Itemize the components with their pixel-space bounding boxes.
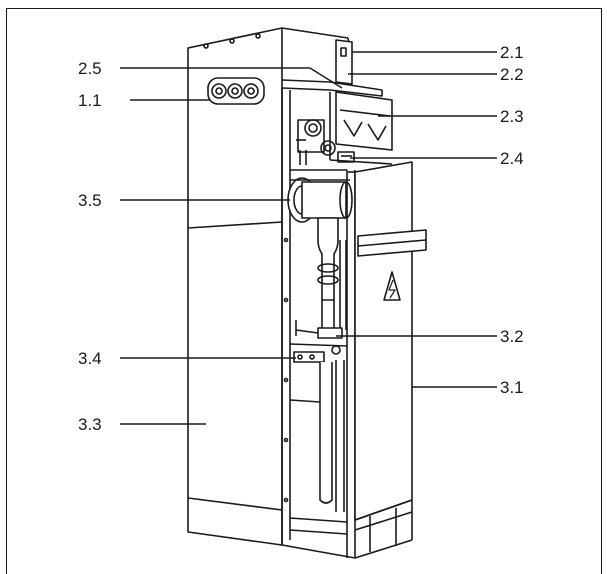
high-voltage-warning-icon (383, 271, 401, 301)
callout-2-4: 2.4 (500, 149, 524, 168)
callout-3-3: 3.3 (78, 415, 102, 434)
callout-3-2: 3.2 (500, 327, 524, 346)
figure-frame (6, 8, 602, 574)
bushing-openings (207, 77, 265, 105)
callout-labels: 2.1 2.2 2.5 1.1 2.3 2.4 3.5 3.2 3.4 3.1 … (78, 43, 524, 434)
callout-1-1: 1.1 (78, 91, 102, 110)
callout-3-1: 3.1 (500, 378, 524, 397)
callout-2-2: 2.2 (500, 65, 524, 84)
cable-compartment-cover (348, 161, 427, 552)
callout-2-3: 2.3 (500, 107, 524, 126)
left-side-panel (187, 27, 283, 546)
mechanism-compartment (289, 90, 393, 171)
callout-3-5: 3.5 (78, 191, 102, 210)
cable-compartment (283, 177, 353, 512)
callout-3-4: 3.4 (78, 349, 102, 368)
callout-2-5: 2.5 (78, 59, 102, 78)
callout-leaders (120, 51, 497, 425)
callout-2-1: 2.1 (500, 43, 524, 62)
